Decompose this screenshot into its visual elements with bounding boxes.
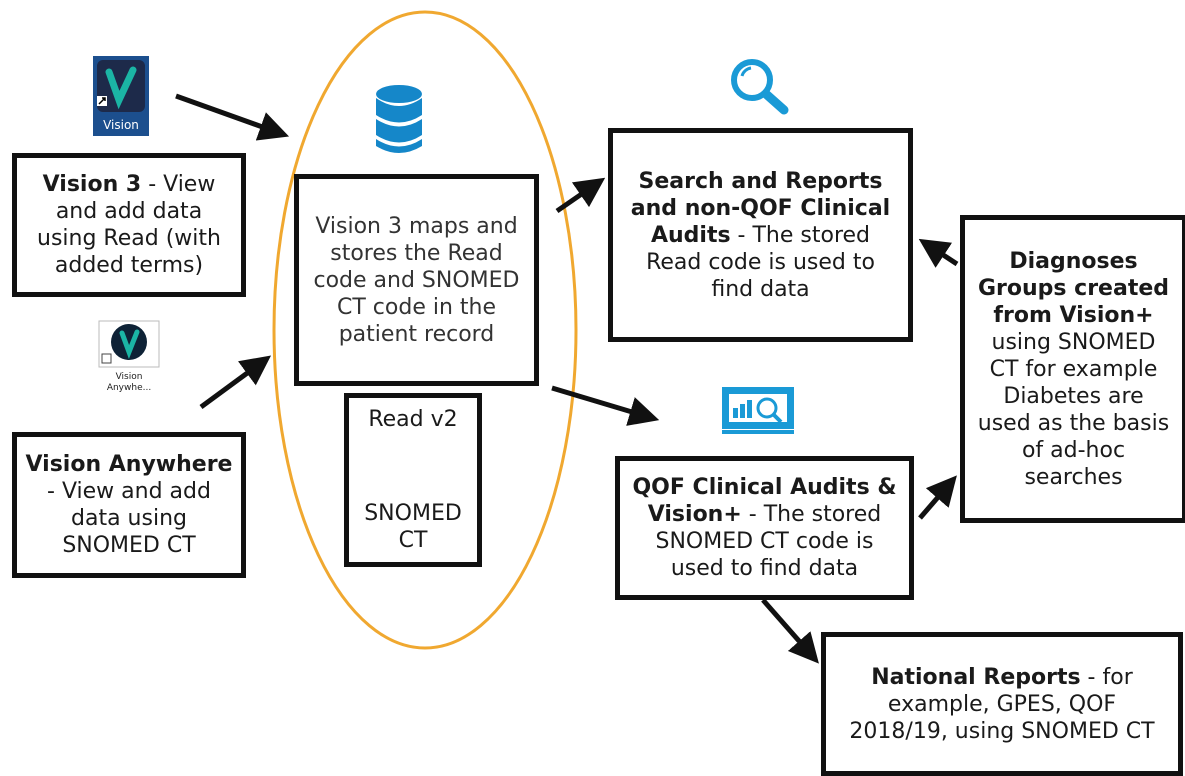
search-reports-box: Search and Reports and non-QOF Clinical …: [608, 128, 913, 342]
diagnoses-groups-box: Diagnoses Groups created from Vision+ us…: [960, 215, 1185, 523]
arrow-ellipse-to-search: [555, 177, 606, 214]
qof-audits-description: QOF Clinical Audits & Vision+ - The stor…: [632, 474, 897, 582]
vision-anywhere-text: - View and add data using SNOMED CT: [47, 479, 211, 558]
diagnoses-groups-text: using SNOMED CT for example Diabetes are…: [977, 329, 1170, 490]
vision-anywhere-app-icon[interactable]: Vision Anywhe...: [98, 320, 160, 400]
arrow-ellipse-to-qof: [551, 385, 660, 426]
vision3-title: Vision 3: [42, 172, 142, 197]
vision-anywhere-title: Vision Anywhere: [25, 452, 233, 477]
vision-anywhere-label-2: Anywhe...: [106, 383, 152, 393]
vision-app-label: Vision: [103, 118, 139, 132]
vision3-description: Vision 3 - View and add data using Read …: [23, 171, 235, 279]
search-reports-title: Search and Reports and non-QOF Clinical …: [630, 168, 891, 248]
qof-audits-box: QOF Clinical Audits & Vision+ - The stor…: [615, 456, 914, 600]
national-reports-description: National Reports - for example, GPES, QO…: [844, 664, 1160, 745]
national-reports-title: National Reports: [871, 664, 1081, 690]
arrow-diagnoses-to-search: [918, 238, 959, 268]
vision3-box: Vision 3 - View and add data using Read …: [12, 153, 246, 297]
arrow-anywhere-to-ellipse: [199, 355, 272, 410]
vision-logo-icon: [93, 56, 149, 136]
arrow-vision-to-ellipse: [175, 93, 290, 141]
vision-app-icon[interactable]: Vision: [93, 56, 149, 136]
vision3-text: - View and add data using Read (with add…: [37, 172, 221, 278]
read-v2-label: Read v2: [368, 407, 458, 432]
search-reports-text: - The stored Read code is used to find d…: [646, 222, 875, 302]
magnifier-icon: [731, 59, 789, 115]
qof-audits-title: QOF Clinical Audits & Vision+: [632, 475, 897, 527]
diagnoses-groups-description: Diagnoses Groups created from Vision+ us…: [975, 248, 1172, 491]
maps-store-box: Vision 3 maps and stores the Read code a…: [294, 174, 539, 386]
vision-anywhere-description: Vision Anywhere - View and add data usin…: [23, 451, 235, 559]
vision-anywhere-box: Vision Anywhere - View and add data usin…: [12, 432, 246, 578]
qof-audits-text: - The stored SNOMED CT code is used to f…: [655, 502, 882, 581]
national-reports-box: National Reports - for example, GPES, QO…: [821, 632, 1183, 776]
snomed-ct-label: SNOMED CT: [364, 501, 462, 553]
arrow-qof-to-national: [761, 598, 819, 664]
arrow-qof-to-diagnoses: [918, 475, 957, 520]
search-reports-description: Search and Reports and non-QOF Clinical …: [625, 168, 896, 303]
national-reports-text: - for example, GPES, QOF 2018/19, using …: [849, 664, 1155, 744]
vision-anywhere-logo-icon: [98, 320, 160, 368]
code-mapping-box: Read v2 SNOMED CT: [344, 393, 482, 567]
vision-anywhere-label-1: Vision: [115, 372, 143, 382]
diagnoses-groups-title: Diagnoses Groups created from Vision+: [977, 248, 1170, 328]
database-icon: [376, 85, 422, 153]
maps-store-text: Vision 3 maps and stores the Read code a…: [313, 213, 520, 347]
analytics-monitor-icon: [722, 387, 794, 434]
